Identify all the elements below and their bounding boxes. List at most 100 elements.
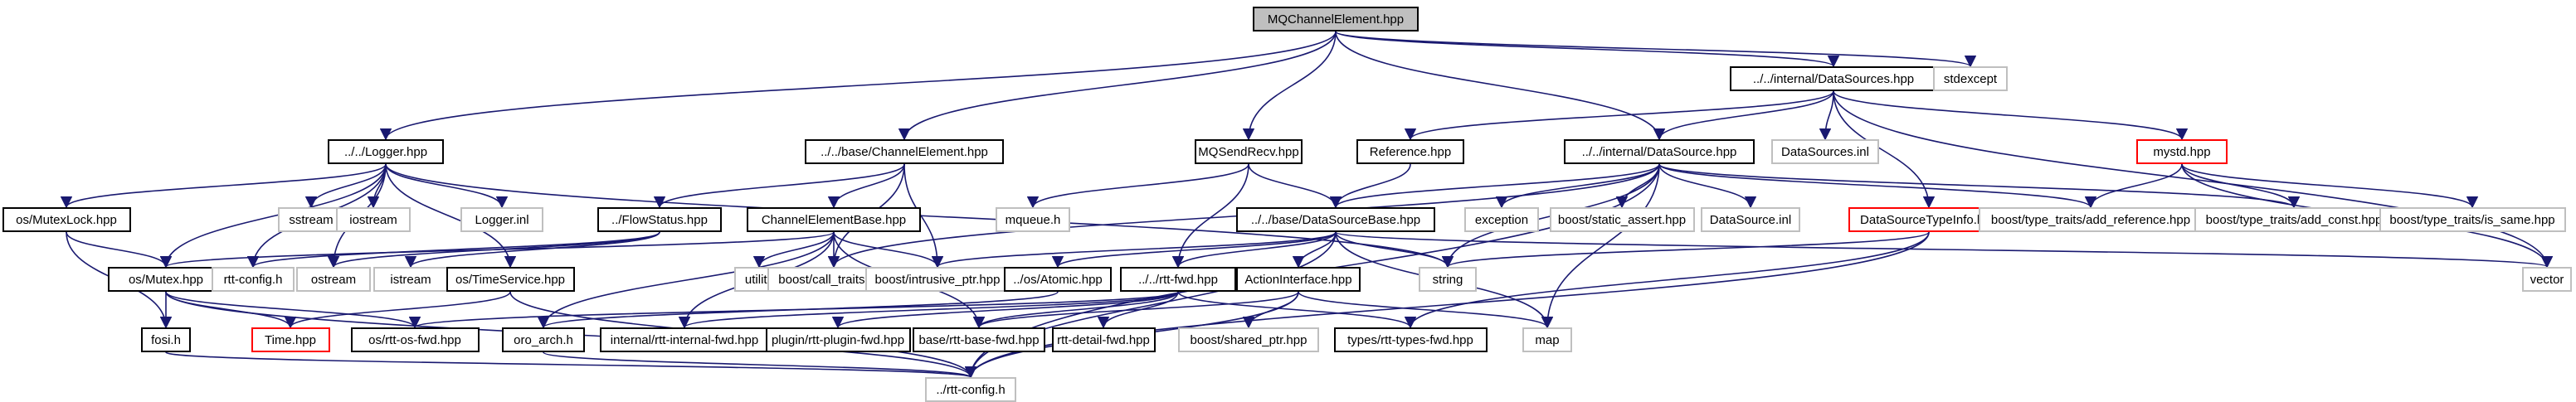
node-oroarch[interactable]: oro_arch.h <box>502 327 585 352</box>
node-label: MQChannelElement.hpp <box>1267 12 1405 27</box>
node-timeservice[interactable]: os/TimeService.hpp <box>446 267 575 292</box>
node-map[interactable]: map <box>1522 327 1572 352</box>
edge-datasourcetypeinfo-to-string <box>1442 231 1930 269</box>
edge-oroarch-to-rttconfig <box>543 351 976 379</box>
node-rttconfigh[interactable]: rtt-config.h <box>212 267 295 292</box>
edge-mystd-to-issame <box>2181 163 2479 209</box>
node-datasourcesinl[interactable]: DataSources.inl <box>1771 139 1879 164</box>
node-intrusiveptr[interactable]: boost/intrusive_ptr.hpp <box>864 267 1010 292</box>
node-iostream[interactable]: iostream <box>336 207 411 232</box>
edge-timeservice-to-time <box>284 291 511 329</box>
node-rttconfig[interactable]: ../rtt-config.h <box>925 377 1016 402</box>
node-label: DataSourceTypeInfo.hpp <box>1860 212 1998 227</box>
edge-mystd-to-addconst <box>2181 163 2301 209</box>
node-logger[interactable]: ../../Logger.hpp <box>328 139 444 164</box>
node-exception[interactable]: exception <box>1464 207 1539 232</box>
edge-channelelementbase-to-intrusiveptr <box>833 231 944 269</box>
node-rttfwd[interactable]: ../../rtt-fwd.hpp <box>1120 267 1236 292</box>
edge-channelelement-to-channelelementbase <box>827 163 905 209</box>
node-sharedptr[interactable]: boost/shared_ptr.hpp <box>1178 327 1319 352</box>
node-time[interactable]: Time.hpp <box>251 327 330 352</box>
node-label: ChannelElementBase.hpp <box>761 212 907 227</box>
node-stdexcept[interactable]: stdexcept <box>1933 66 2008 91</box>
edge-datasourcebase-to-intrusiveptr <box>932 231 1337 269</box>
node-fosi[interactable]: fosi.h <box>141 327 191 352</box>
node-staticassert[interactable]: boost/static_assert.hpp <box>1549 207 1695 232</box>
node-root[interactable]: MQChannelElement.hpp <box>1253 7 1419 31</box>
edge-datasource-to-exception <box>1495 163 1660 209</box>
node-label: Logger.inl <box>475 212 529 227</box>
node-channelelement[interactable]: ../../base/ChannelElement.hpp <box>805 139 1004 164</box>
node-mystd[interactable]: mystd.hpp <box>2136 139 2228 164</box>
node-string[interactable]: string <box>1419 267 1477 292</box>
edge-datasource-to-addreference <box>1658 163 2096 209</box>
edge-mystd-to-addreference <box>2084 163 2183 209</box>
edge-datasource-to-datasourcebase <box>1329 163 1660 209</box>
edge-rttfwd-to-rttbasefwd <box>972 291 1179 329</box>
node-datasourceinl[interactable]: DataSource.inl <box>1701 207 1800 232</box>
node-label: mystd.hpp <box>2153 144 2211 159</box>
node-mqsendrecv[interactable]: MQSendRecv.hpp <box>1195 139 1303 164</box>
edge-root-to-datasource <box>1335 31 1666 141</box>
edge-datasource-to-datasourceinl <box>1658 163 1757 209</box>
node-label: iostream <box>349 212 397 227</box>
edge-datasource-to-addconst <box>1658 163 2300 209</box>
node-rttinternalfwd[interactable]: internal/rtt-internal-fwd.hpp <box>599 327 770 352</box>
node-reference[interactable]: Reference.hpp <box>1356 139 1464 164</box>
node-rtttypesfwd[interactable]: types/rtt-types-fwd.hpp <box>1333 327 1488 352</box>
node-label: DataSources.inl <box>1781 144 1869 159</box>
node-label: rtt-detail-fwd.hpp <box>1057 332 1150 347</box>
node-vector[interactable]: vector <box>2522 267 2572 292</box>
node-atomic[interactable]: ../os/Atomic.hpp <box>1004 267 1112 292</box>
edge-channelelement-to-intrusiveptr <box>903 163 944 269</box>
node-label: istream <box>390 272 431 287</box>
node-label: rtt-config.h <box>223 272 283 287</box>
node-label: exception <box>1474 212 1529 227</box>
node-addreference[interactable]: boost/type_traits/add_reference.hpp <box>1979 207 2203 232</box>
node-label: boost/type_traits/add_reference.hpp <box>1990 212 2191 227</box>
node-mqueue[interactable]: mqueue.h <box>996 207 1070 232</box>
edge-rttfwd-to-rttpluginfwd <box>832 291 1179 329</box>
node-label: boost/type_traits/add_const.hpp <box>2205 212 2383 227</box>
node-datasources[interactable]: ../../internal/DataSources.hpp <box>1730 66 1937 91</box>
node-channelelementbase[interactable]: ChannelElementBase.hpp <box>747 207 921 232</box>
edge-datasources-to-datasource <box>1653 90 1834 141</box>
node-sstream[interactable]: sstream <box>278 207 344 232</box>
node-ostream[interactable]: ostream <box>296 267 371 292</box>
node-loggerinl[interactable]: Logger.inl <box>460 207 543 232</box>
node-datasourcebase[interactable]: ../../base/DataSourceBase.hpp <box>1236 207 1435 232</box>
edge-channelelementbase-to-utility <box>752 231 835 269</box>
node-label: ActionInterface.hpp <box>1244 272 1352 287</box>
node-label: ../../Logger.hpp <box>343 144 428 159</box>
edge-mutex-to-rttosfwd <box>165 291 421 329</box>
node-mutex[interactable]: os/Mutex.hpp <box>108 267 224 292</box>
node-label: vector <box>2530 272 2564 287</box>
node-flowstatus[interactable]: ../FlowStatus.hpp <box>597 207 722 232</box>
node-label: Reference.hpp <box>1369 144 1452 159</box>
edge-root-to-datasources <box>1335 31 1839 68</box>
edge-flowstatus-to-istream <box>404 231 660 269</box>
node-datasource[interactable]: ../../internal/DataSource.hpp <box>1564 139 1755 164</box>
node-rttbasefwd[interactable]: base/rtt-base-fwd.hpp <box>913 327 1045 352</box>
edge-fosi-to-rttconfig <box>165 351 976 379</box>
node-label: boost/intrusive_ptr.hpp <box>874 272 1001 287</box>
node-rttosfwd[interactable]: os/rtt-os-fwd.hpp <box>350 327 480 352</box>
node-mutexlock[interactable]: os/MutexLock.hpp <box>2 207 131 232</box>
node-issame[interactable]: boost/type_traits/is_same.hpp <box>2379 207 2566 232</box>
node-label: mqueue.h <box>1005 212 1061 227</box>
node-actioninterface[interactable]: ActionInterface.hpp <box>1236 267 1361 292</box>
edge-datasourcetypeinfo-to-rtttypesfwd <box>1404 231 1930 329</box>
edge-mutex-to-time <box>165 291 297 329</box>
edge-datasources-to-mystd <box>1833 90 2189 141</box>
edge-actioninterface-to-rttbasefwd <box>973 291 1299 329</box>
edge-mqsendrecv-to-datasourcebase <box>1248 163 1342 209</box>
node-addconst[interactable]: boost/type_traits/add_const.hpp <box>2194 207 2393 232</box>
node-rttdetailfwd[interactable]: rtt-detail-fwd.hpp <box>1051 327 1156 352</box>
node-label: ../../rtt-fwd.hpp <box>1138 272 1218 287</box>
node-rttpluginfwd[interactable]: plugin/rtt-plugin-fwd.hpp <box>765 327 911 352</box>
node-label: internal/rtt-internal-fwd.hpp <box>610 332 759 347</box>
edge-logger-to-mutexlock <box>60 163 387 209</box>
node-label: boost/call_traits.hpp <box>778 272 889 287</box>
node-istream[interactable]: istream <box>373 267 448 292</box>
node-label: boost/shared_ptr.hpp <box>1190 332 1307 347</box>
